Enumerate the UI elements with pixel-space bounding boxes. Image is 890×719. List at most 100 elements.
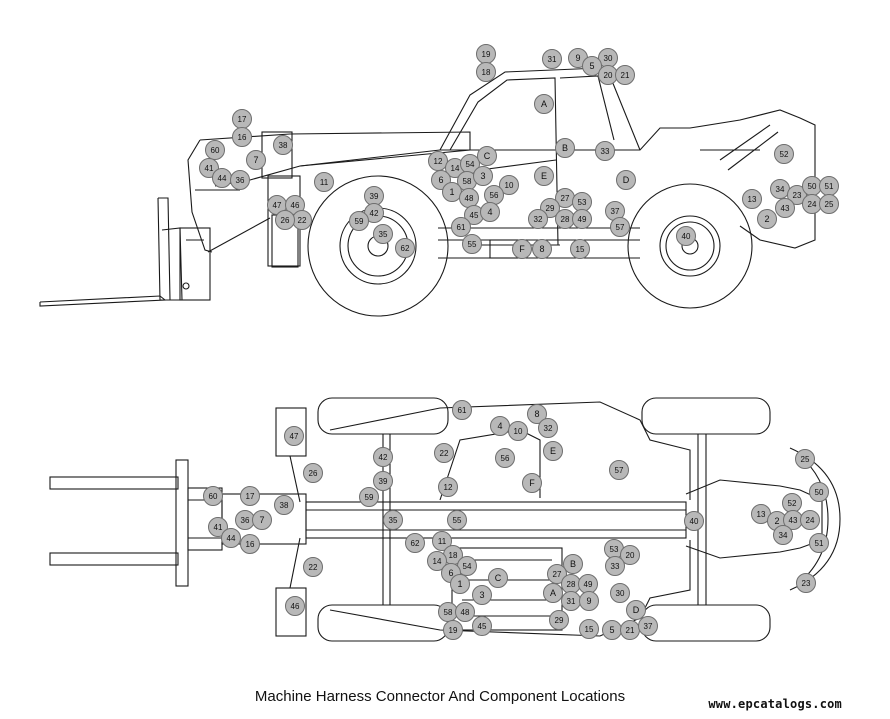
side-view-marker-4: 4 bbox=[480, 202, 500, 222]
side-view-marker-18: 18 bbox=[476, 62, 496, 82]
top-view-marker-62: 62 bbox=[405, 533, 425, 553]
marker-label: 52 bbox=[788, 499, 797, 508]
side-view-marker-23: 23 bbox=[787, 185, 807, 205]
marker-label: 25 bbox=[825, 200, 834, 209]
marker-label: C bbox=[484, 151, 491, 161]
top-view-marker-16: 16 bbox=[240, 534, 260, 554]
marker-label: 9 bbox=[586, 596, 591, 606]
marker-label: 45 bbox=[478, 622, 487, 631]
top-view-marker-46: 46 bbox=[285, 596, 305, 616]
marker-label: 8 bbox=[539, 244, 544, 254]
marker-label: 2 bbox=[774, 516, 779, 526]
top-view-marker-1: 1 bbox=[450, 574, 470, 594]
side-view-marker-48: 48 bbox=[459, 188, 479, 208]
side-view-marker-36: 36 bbox=[230, 170, 250, 190]
marker-circle bbox=[303, 463, 323, 483]
marker-label: 17 bbox=[246, 492, 255, 501]
top-view-boom bbox=[221, 493, 687, 545]
side-view-marker-28: 28 bbox=[555, 209, 575, 229]
marker-circle bbox=[563, 554, 583, 574]
marker-label: 12 bbox=[444, 483, 453, 492]
top-view-marker-45: 45 bbox=[472, 616, 492, 636]
marker-circle bbox=[775, 198, 795, 218]
top-view-marker-59: 59 bbox=[359, 487, 379, 507]
top-view-marker-36: 36 bbox=[235, 510, 255, 530]
side-view-marker-60: 60 bbox=[205, 140, 225, 160]
marker-circle bbox=[572, 209, 592, 229]
marker-label: 20 bbox=[604, 71, 613, 80]
marker-label: 24 bbox=[806, 516, 815, 525]
marker-label: 39 bbox=[370, 192, 379, 201]
marker-circle bbox=[434, 443, 454, 463]
side-view-marker-27: 27 bbox=[555, 188, 575, 208]
marker-circle bbox=[676, 226, 696, 246]
side-view-marker-55: 55 bbox=[462, 234, 482, 254]
side-view-marker-19: 19 bbox=[476, 44, 496, 64]
marker-circle bbox=[549, 610, 569, 630]
top-view-marker-43: 43 bbox=[783, 510, 803, 530]
marker-label: E bbox=[550, 446, 556, 456]
side-view-marker-22: 22 bbox=[292, 210, 312, 230]
top-view-marker-A: A bbox=[543, 583, 563, 603]
side-view-marker-43: 43 bbox=[775, 198, 795, 218]
side-view-marker-57: 57 bbox=[610, 217, 630, 237]
marker-label: 21 bbox=[626, 626, 635, 635]
marker-label: 49 bbox=[584, 580, 593, 589]
marker-label: 51 bbox=[825, 182, 834, 191]
side-view-marker-1: 1 bbox=[442, 182, 462, 202]
marker-label: 47 bbox=[290, 432, 299, 441]
top-view-marker-38: 38 bbox=[274, 495, 294, 515]
marker-label: 5 bbox=[589, 61, 594, 71]
top-view-marker-57: 57 bbox=[609, 460, 629, 480]
marker-label: 53 bbox=[610, 545, 619, 554]
marker-circle bbox=[774, 144, 794, 164]
marker-label: 12 bbox=[434, 157, 443, 166]
marker-circle bbox=[246, 150, 266, 170]
side-view-marker-51: 51 bbox=[819, 176, 839, 196]
top-view-forks bbox=[49, 459, 223, 587]
marker-circle bbox=[795, 449, 815, 469]
marker-label: 26 bbox=[309, 469, 318, 478]
marker-label: 35 bbox=[389, 516, 398, 525]
marker-label: 29 bbox=[555, 616, 564, 625]
side-view-marker-46: 46 bbox=[285, 195, 305, 215]
top-view-marker-31: 31 bbox=[561, 591, 581, 611]
marker-circle bbox=[534, 166, 554, 186]
marker-label: 32 bbox=[544, 424, 553, 433]
side-view-marker-D: D bbox=[616, 170, 636, 190]
marker-label: 50 bbox=[815, 488, 824, 497]
marker-label: 34 bbox=[776, 185, 785, 194]
marker-label: 60 bbox=[211, 146, 220, 155]
marker-label: 14 bbox=[451, 164, 460, 173]
marker-label: 10 bbox=[514, 427, 523, 436]
marker-label: A bbox=[541, 99, 547, 109]
marker-label: 11 bbox=[438, 537, 447, 546]
top-view-marker-49: 49 bbox=[578, 574, 598, 594]
marker-label: 19 bbox=[449, 626, 458, 635]
marker-label: 17 bbox=[238, 115, 247, 124]
marker-label: 56 bbox=[490, 191, 499, 200]
marker-circle bbox=[462, 234, 482, 254]
top-view-marker-40: 40 bbox=[684, 511, 704, 531]
marker-circle bbox=[275, 210, 295, 230]
marker-label: 13 bbox=[748, 195, 757, 204]
marker-circle bbox=[443, 620, 463, 640]
marker-circle bbox=[605, 556, 625, 576]
marker-label: 30 bbox=[604, 54, 613, 63]
side-view-marker-5: 5 bbox=[582, 56, 602, 76]
marker-circle bbox=[579, 591, 599, 611]
marker-label: 30 bbox=[616, 589, 625, 598]
side-view-marker-34: 34 bbox=[770, 179, 790, 199]
marker-label: E bbox=[541, 171, 547, 181]
top-view-marker-9: 9 bbox=[579, 591, 599, 611]
side-view-marker-17: 17 bbox=[232, 109, 252, 129]
marker-circle bbox=[208, 517, 228, 537]
marker-circle bbox=[570, 239, 590, 259]
top-view-marker-B: B bbox=[563, 554, 583, 574]
marker-label: 27 bbox=[561, 194, 570, 203]
top-view-marker-22: 22 bbox=[303, 557, 323, 577]
marker-label: 33 bbox=[601, 147, 610, 156]
marker-circle bbox=[616, 170, 636, 190]
marker-circle bbox=[579, 619, 599, 639]
side-view-marker-16: 16 bbox=[232, 127, 252, 147]
